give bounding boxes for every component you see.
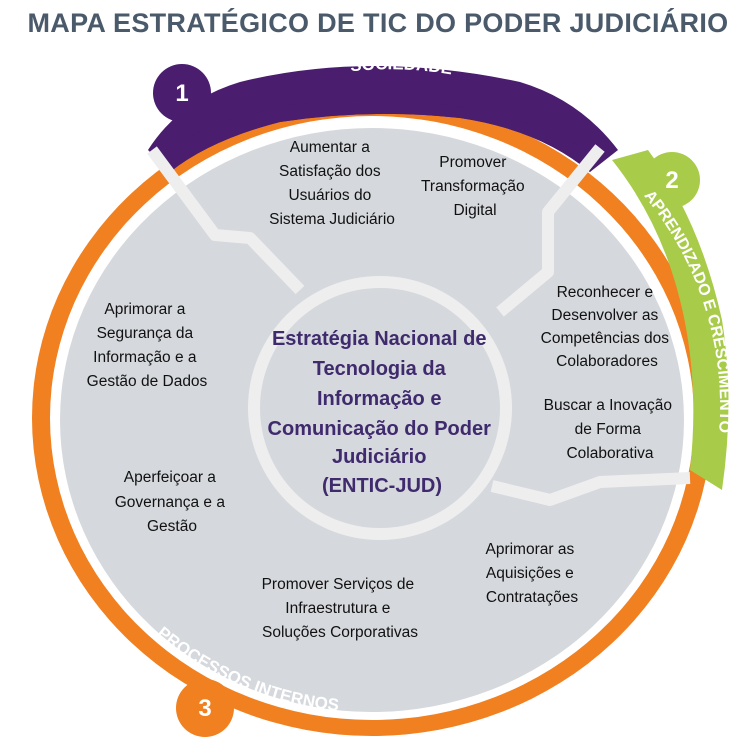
badge-2-number: 2	[665, 167, 678, 194]
badge-1-number: 1	[175, 80, 188, 107]
objective-satisfacao: Aumentar a Satisfação dos Usuários do Si…	[269, 139, 395, 228]
objective-aquisicoes: Aprimorar as Aquisições e Contratações	[485, 541, 578, 606]
center-strategy-text: Estratégia Nacional de Tecnologia da Inf…	[268, 328, 497, 497]
objective-inovacao: Buscar a Inovação de Forma Colaborativa	[544, 397, 677, 462]
divider-lines	[147, 144, 691, 506]
objective-transformacao: Promover Transformação Digital	[421, 154, 529, 219]
objective-competencias: Reconhecer e Desenvolver as Competências…	[541, 284, 674, 370]
badge-2	[644, 152, 700, 208]
objective-seguranca: Aprimorar a Segurança da Informação e a …	[87, 301, 208, 390]
aprendizado-band	[612, 150, 729, 490]
sociedade-band	[148, 66, 618, 172]
page-title: MAPA ESTRATÉGICO DE TIC DO PODER JUDICIÁ…	[27, 8, 729, 38]
objective-infraestrutura: Promover Serviços de Infraestrutura e So…	[262, 576, 419, 641]
objective-governanca: Aperfeiçoar a Governança e a Gestão	[115, 469, 230, 535]
badge-1	[153, 64, 211, 122]
center-disc	[260, 288, 500, 528]
badge-3-number: 3	[198, 695, 211, 722]
badge-3	[176, 679, 234, 737]
sociedade-band-edge	[160, 96, 600, 172]
